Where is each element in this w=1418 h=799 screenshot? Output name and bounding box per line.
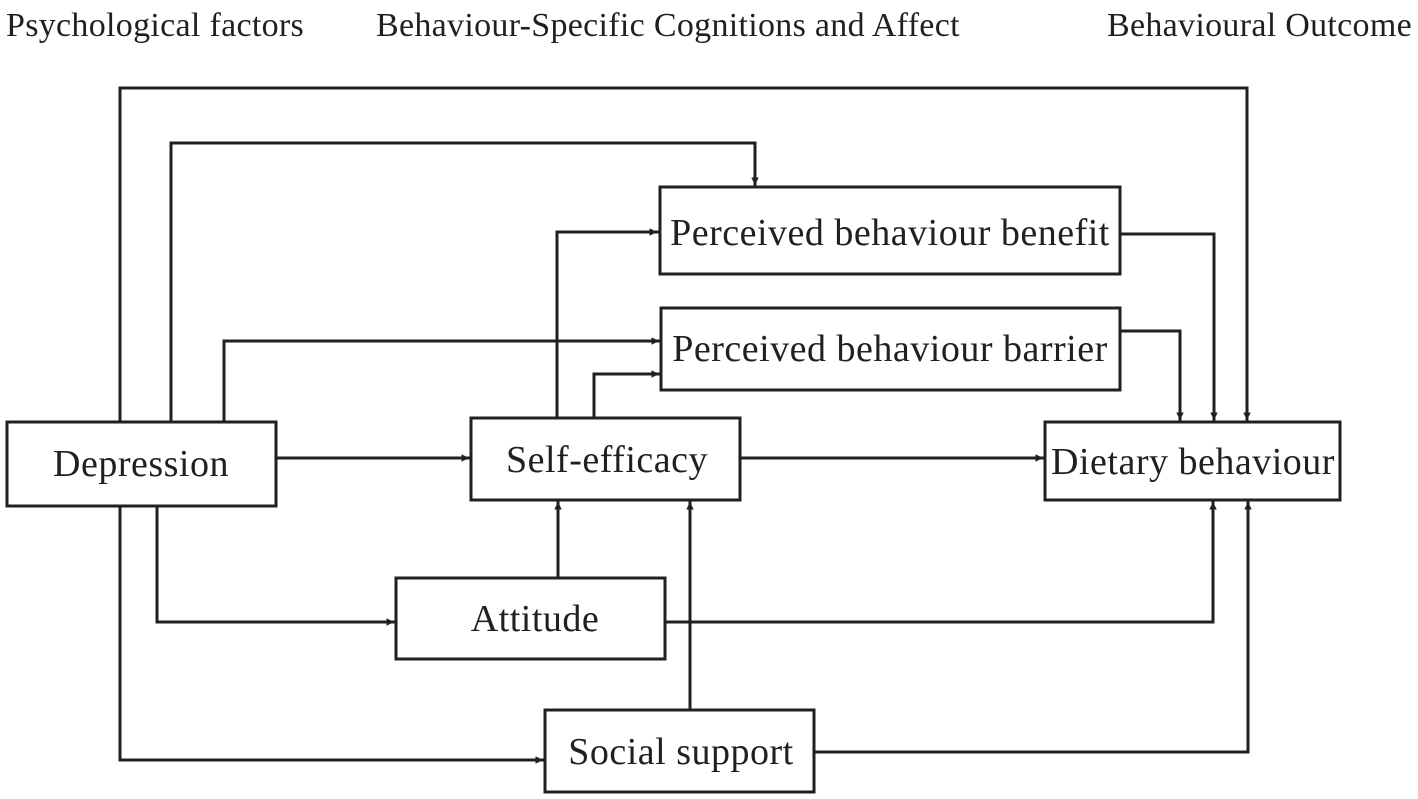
edge-depression-to-barrier [222,337,661,422]
node-box [5,420,278,508]
node-attitude: Attitude [394,576,667,661]
edge-social-support-to-dietary [813,500,1252,754]
edge-depression-to-attitude [155,506,396,626]
edge-depression-to-benefit [169,141,759,422]
node-label: Perceived behaviour barrier [672,328,1108,370]
edge-barrier-to-dietary [1119,329,1184,422]
node-label: Depression [53,443,229,485]
edges [118,86,1252,764]
edge-benefit-to-dietary [1119,232,1218,422]
node-self-efficacy: Self-efficacy [469,416,742,502]
edge-depression-to-social-support [118,506,545,764]
edge-self-efficacy-to-benefit [555,228,659,418]
header-psychological-factors: Psychological factors [6,7,304,44]
node-label: Dietary behaviour [1051,441,1335,483]
node-label: Self-efficacy [506,439,708,481]
edge-depression-to-dietary [118,86,1251,422]
header-behavioural-outcome: Behavioural Outcome [1107,7,1412,44]
node-label: Social support [568,731,793,773]
node-box [1043,420,1342,502]
node-dietary-behaviour: Dietary behaviour [1043,420,1342,502]
node-label: Perceived behaviour benefit [670,212,1110,254]
node-box [469,416,742,502]
edge-self-efficacy-to-barrier [592,370,661,418]
node-box [658,185,1122,276]
node-box [543,708,816,794]
node-depression: Depression [5,420,278,508]
edge-attitude-to-dietary [664,500,1217,624]
node-box [659,306,1122,392]
node-perceived-barrier: Perceived behaviour barrier [659,306,1122,392]
node-label: Attitude [471,598,600,640]
header-behaviour-cognitions: Behaviour-Specific Cognitions and Affect [376,7,960,44]
node-perceived-benefit: Perceived behaviour benefit [658,185,1122,276]
node-box [394,576,667,661]
node-social-support: Social support [543,708,816,794]
